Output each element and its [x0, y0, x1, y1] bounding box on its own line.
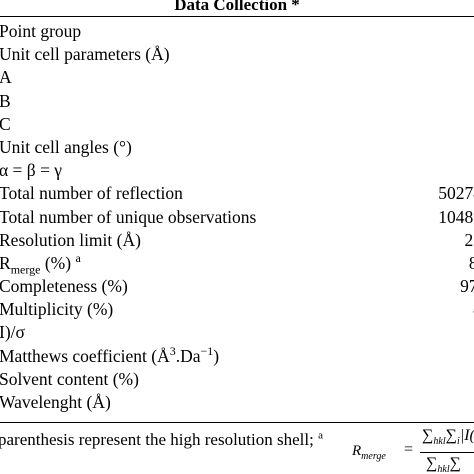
table-row: Completeness (%) 97.	[0, 275, 474, 298]
table-row: C	[0, 113, 474, 136]
row-label: Multiplicity (%)	[0, 299, 114, 320]
row-label: Solvent content (%)	[0, 368, 139, 389]
row-label: Completeness (%)	[0, 276, 128, 297]
table-row: Rmerge (%) a 8.	[0, 252, 474, 275]
table-row: α = β = γ	[0, 159, 474, 182]
sum-subscript: hkl	[437, 464, 450, 474]
row-value: 50274	[438, 183, 474, 204]
row-label: Rmerge (%) a	[0, 252, 81, 275]
table-bottom-rule	[0, 422, 474, 423]
footnote-text: parenthesis represent the high resolutio…	[0, 429, 323, 451]
row-label: B	[0, 90, 11, 111]
table-row: Total number of reflection 50274	[0, 182, 474, 205]
table-row: Solvent content (%)	[0, 368, 474, 391]
table-header-title: Data Collection *	[174, 0, 300, 14]
row-label: Wavelenght (Å)	[0, 392, 111, 412]
table-row: Wavelenght (Å)	[0, 391, 474, 414]
row-label: C	[0, 113, 11, 134]
row-label: A	[0, 67, 12, 88]
sum-symbol: ∑	[426, 455, 438, 472]
row-label: Unit cell parameters (Å)	[0, 44, 170, 65]
footnote-marker: a	[318, 429, 323, 442]
footnote-marker: a	[75, 251, 81, 266]
sum-symbol-inner: ∑	[449, 455, 462, 472]
sum-symbol-inner: ∑	[445, 427, 458, 444]
table-row: Unit cell angles (°)	[0, 136, 474, 159]
row-label: I)/σ	[0, 322, 25, 343]
matthews-label: Matthews coefficient (Å	[0, 345, 170, 366]
table-row: A	[0, 66, 474, 89]
row-value: 10483	[438, 206, 474, 227]
matthews-sup-1: 3	[169, 343, 176, 358]
row-label: Matthews coefficient (Å3.Da−1)	[0, 345, 219, 368]
rmerge-subscript: merge	[10, 262, 41, 277]
row-label: Unit cell angles (°)	[0, 136, 132, 157]
row-label: Resolution limit (Å)	[0, 229, 141, 250]
sum-subscript-inner: i	[457, 436, 460, 448]
formula-r-sub: merge	[361, 451, 386, 462]
table-row: Unit cell parameters (Å)	[0, 43, 474, 66]
table-row: Multiplicity (%) 4	[0, 298, 474, 321]
table-row: Matthews coefficient (Å3.Da−1)	[0, 345, 474, 368]
matthews-sup-2: −1	[200, 343, 214, 358]
numerator-rest: |I(h	[459, 427, 474, 444]
sum-subscript: hkl	[433, 436, 446, 448]
formula-equals: =	[404, 441, 414, 458]
table-row: I)/σ 5	[0, 321, 474, 344]
matthews-mid: .Da	[175, 345, 201, 366]
header-rule	[0, 16, 474, 17]
row-label: α = β = γ	[0, 160, 63, 181]
formula-lhs: Rmerge	[352, 443, 386, 462]
formula-r: R	[352, 443, 362, 459]
rmerge-symbol: R	[0, 252, 11, 273]
fraction-bar	[420, 452, 474, 453]
row-label: Total number of reflection	[0, 183, 183, 204]
table-row: B	[0, 90, 474, 113]
rmerge-formula: Rmerge = ∑hkl∑i|I(h ∑hkl∑	[352, 425, 474, 474]
formula-denominator: ∑hkl∑	[426, 455, 461, 474]
table-row: Resolution limit (Å) 23	[0, 229, 474, 252]
row-value: 97.	[460, 276, 474, 297]
row-value: 23	[464, 229, 474, 250]
table-footnote: parenthesis represent the high resolutio…	[0, 425, 474, 474]
table-row: Total number of unique observations 1048…	[0, 206, 474, 229]
row-label: Total number of unique observations	[0, 206, 257, 227]
table-row: Point group	[0, 20, 474, 43]
row-label: Point group	[0, 21, 82, 41]
row-value: 8.	[468, 252, 474, 273]
matthews-end: )	[213, 345, 220, 366]
footnote-body: parenthesis represent the high resolutio…	[0, 430, 319, 449]
sum-symbol: ∑	[422, 427, 434, 444]
formula-numerator: ∑hkl∑i|I(h	[422, 427, 474, 447]
data-table: Point group Unit cell parameters (Å) A B…	[0, 20, 474, 414]
rmerge-unit: (%)	[40, 252, 76, 273]
